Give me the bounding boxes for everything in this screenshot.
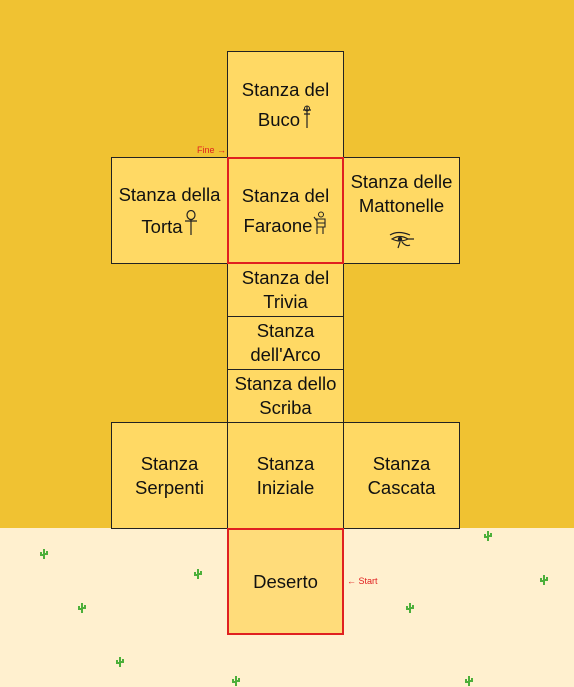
room-buco[interactable]: Stanza del Buco <box>227 51 344 158</box>
room-iniziale-name: Iniziale <box>256 476 315 498</box>
room-buco-name: Buco <box>257 108 301 130</box>
room-faraone-title: Stanza del <box>241 184 330 206</box>
room-scriba[interactable]: Stanza dello Scriba <box>227 369 344 423</box>
room-cascata[interactable]: Stanza Cascata <box>343 422 460 529</box>
room-faraone[interactable]: Stanza del Faraone <box>227 157 344 264</box>
start-marker-arrow: ← <box>347 576 356 586</box>
cactus-icon <box>464 675 474 687</box>
room-trivia[interactable]: Stanza del Trivia <box>227 263 344 317</box>
room-faraone-name: Faraone <box>243 214 313 236</box>
room-arco[interactable]: Stanza dell'Arco <box>227 316 344 370</box>
eye-of-horus-icon <box>388 231 416 249</box>
room-buco-title: Stanza del <box>241 78 330 100</box>
room-serpenti-name: Serpenti <box>135 476 204 498</box>
room-serpenti-title: Stanza <box>140 452 199 474</box>
cactus-icon <box>539 574 549 586</box>
room-mattonelle[interactable]: Stanza delle Mattonelle <box>343 157 460 264</box>
end-marker: Fine → <box>197 145 226 155</box>
room-scriba-title: Stanza dello <box>234 373 337 394</box>
start-marker-label: Start <box>358 576 378 586</box>
room-serpenti[interactable]: Stanza Serpenti <box>111 422 228 529</box>
room-iniziale-title: Stanza <box>256 452 315 474</box>
ankh-icon <box>184 209 198 236</box>
room-iniziale[interactable]: Stanza Iniziale <box>227 422 344 529</box>
room-deserto[interactable]: Deserto <box>227 528 344 635</box>
end-marker-arrow: → <box>217 145 227 155</box>
room-trivia-title: Stanza del <box>241 267 330 288</box>
room-arco-title: Stanza <box>256 320 315 341</box>
pharaoh-hieroglyph-icon <box>313 211 327 235</box>
room-mattonelle-name: Mattonelle <box>358 194 445 216</box>
room-torta-title: Stanza della <box>118 183 221 205</box>
cactus-icon <box>39 548 49 560</box>
cactus-icon <box>115 656 125 668</box>
room-trivia-name: Trivia <box>263 291 308 312</box>
room-scriba-name: Scriba <box>259 397 312 418</box>
cactus-icon <box>231 675 241 687</box>
room-mattonelle-title: Stanza delle <box>350 170 453 192</box>
cactus-icon <box>77 602 87 614</box>
room-arco-name: dell'Arco <box>250 344 321 365</box>
room-deserto-name: Deserto <box>253 570 318 592</box>
room-cascata-name: Cascata <box>367 476 436 498</box>
end-marker-label: Fine <box>197 145 215 155</box>
cactus-icon <box>193 568 203 580</box>
ankh-cross-icon <box>301 105 313 129</box>
start-marker: ← Start <box>347 576 378 586</box>
room-torta-name: Torta <box>141 215 183 237</box>
room-torta[interactable]: Stanza della Torta <box>111 157 228 264</box>
cactus-icon <box>483 530 493 542</box>
room-cascata-title: Stanza <box>372 452 431 474</box>
cactus-icon <box>405 602 415 614</box>
